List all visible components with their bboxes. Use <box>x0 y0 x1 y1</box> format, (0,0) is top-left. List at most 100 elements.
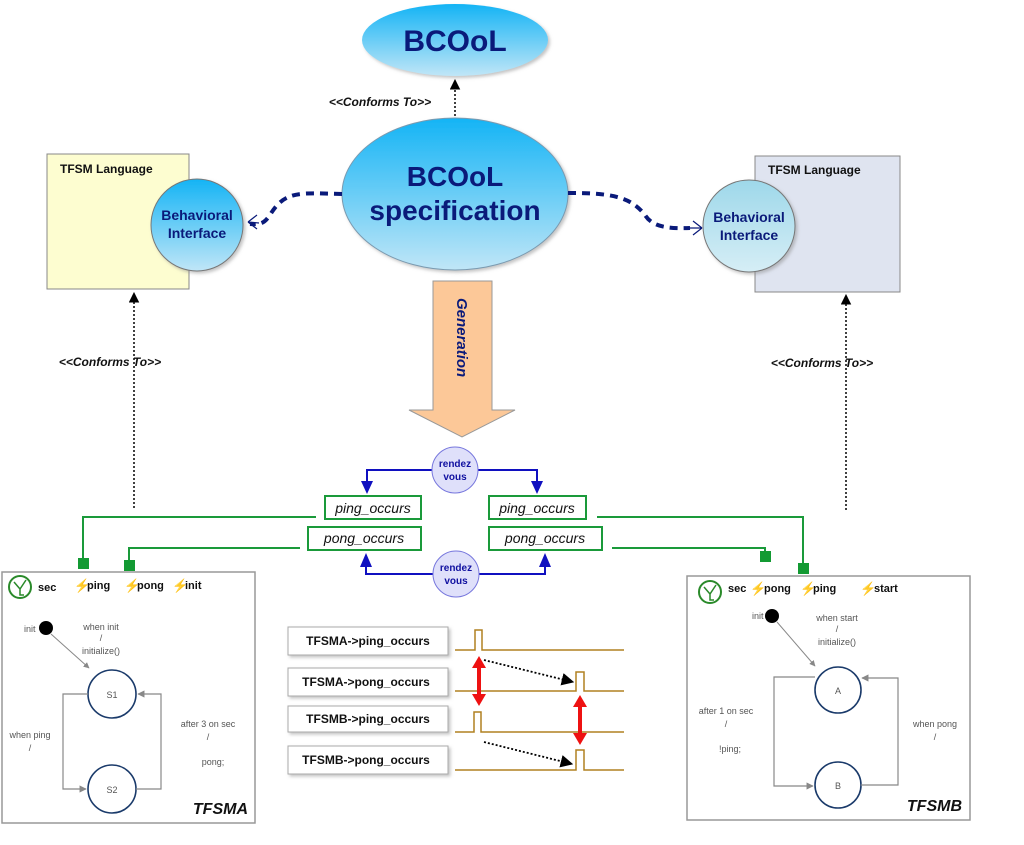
ping-connector-left <box>82 516 316 560</box>
left-tfsm-language[interactable]: TFSM Language Behavioral Interface <box>46 153 244 290</box>
tfsma-state-s1-label: S1 <box>106 690 117 700</box>
tfsma-init-trans-line3: initialize() <box>82 646 120 656</box>
tfsma-clock-label: sec <box>38 582 56 594</box>
right-pong-occurs-box[interactable]: pong_occurs <box>488 526 603 551</box>
ping-port-right <box>798 563 809 574</box>
clock-icon <box>698 580 722 604</box>
specification-ellipse <box>341 117 569 271</box>
tfsma-init-trans-line1: when init <box>82 622 119 632</box>
tfsma-right-trans-line1: after 3 on sec <box>181 719 236 729</box>
generation-label: Generation <box>453 298 470 377</box>
tfsma-name: TFSMA <box>193 801 248 818</box>
timeline-row-2-label: TFSMB->ping_occurs <box>306 712 430 726</box>
clock-icon <box>8 575 32 599</box>
right-ping-occurs-box[interactable]: ping_occurs <box>488 495 587 520</box>
timeline-row: TFSMB->pong_occurs <box>287 745 449 775</box>
ping-connector-right <box>597 516 804 565</box>
tfsmb-event-1: ping <box>813 583 836 595</box>
timeline: TFSMA->ping_occurs TFSMA->pong_occurs TF… <box>287 626 624 775</box>
generation-arrow: Generation <box>408 280 516 438</box>
tfsma-right-trans-line2: / <box>207 732 210 742</box>
timeline-row-3-label: TFSMB->pong_occurs <box>302 753 430 767</box>
left-interface-line2: Interface <box>168 225 227 241</box>
tfsma-init-transition <box>50 633 90 669</box>
tfsmb-a-to-b <box>773 676 815 790</box>
causality-arrow-ping-to-pong-b <box>483 741 574 768</box>
left-behavioral-interface-circle <box>150 178 244 272</box>
bcool-metamodel-node[interactable]: BCOoL <box>362 4 548 76</box>
rendezvous-bottom-line2: vous <box>444 576 468 587</box>
sync-arrow-pong <box>573 695 587 745</box>
right-interface-line2: Interface <box>720 227 779 243</box>
specification-line2: specification <box>369 195 540 226</box>
ping-port-left <box>78 558 89 569</box>
rendezvous-top: rendez vous <box>361 446 543 494</box>
sync-arrow-ping <box>472 656 486 706</box>
bcool-specification-node[interactable]: BCOoL specification <box>341 117 569 271</box>
tfsmb-init-trans-line3: initialize() <box>818 637 856 647</box>
tfsma-left-trans-line2: / <box>29 743 32 753</box>
lightning-icon: ⚡ <box>172 578 188 594</box>
right-link-arrowhead <box>690 220 703 236</box>
tfsmb-left-trans-line1: after 1 on sec <box>699 706 754 716</box>
timeline-row-0-label: TFSMA->ping_occurs <box>306 634 430 648</box>
causality-arrow-ping-to-pong-a <box>483 659 575 686</box>
tfsmb-panel[interactable]: sec ⚡ pong ⚡ ping ⚡ start init when star… <box>686 575 971 821</box>
right-language-title: TFSM Language <box>768 163 861 177</box>
tfsmb-state-a[interactable] <box>814 666 862 714</box>
tfsmb-initial-label: init <box>752 611 764 621</box>
right-interface-line1: Behavioral <box>713 209 785 225</box>
rendezvous-bottom-line1: rendez <box>440 563 472 574</box>
tfsma-left-trans-line1: when ping <box>8 730 50 740</box>
tfsma-event-2: init <box>185 580 202 592</box>
pong-port-left <box>124 560 135 571</box>
rendezvous-bottom: rendez vous <box>360 550 551 598</box>
lightning-icon: ⚡ <box>124 578 140 594</box>
tfsma-init-trans-line2: / <box>100 633 103 643</box>
pong-connector-left <box>128 547 300 562</box>
tfsmb-event-2: start <box>874 583 898 595</box>
conforms-label-top: <<Conforms To>> <box>329 95 431 109</box>
spec-to-right-interface-link <box>567 191 691 231</box>
tfsmb-b-to-a <box>861 674 899 786</box>
rendezvous-top-line1: rendez <box>439 459 471 470</box>
bcool-ellipse <box>362 4 548 76</box>
rendezvous-top-line2: vous <box>443 472 467 483</box>
tfsma-s1-to-s2 <box>62 693 88 793</box>
left-ping-occurs-box[interactable]: ping_occurs <box>324 495 422 520</box>
left-interface-line1: Behavioral <box>161 207 233 223</box>
tfsma-initial-label: init <box>24 624 36 634</box>
tfsmb-init-trans-line2: / <box>836 624 839 634</box>
pong-connector-right <box>612 547 766 555</box>
waveform-tfsmb-ping <box>455 711 624 733</box>
timeline-row: TFSMA->ping_occurs <box>287 626 449 656</box>
tfsma-s2-to-s1 <box>136 690 162 790</box>
tfsmb-left-trans-line3: !ping; <box>719 744 741 754</box>
left-ping-occurs-label: ping_occurs <box>334 500 411 516</box>
timeline-row-1-label: TFSMA->pong_occurs <box>302 675 430 689</box>
tfsmb-clock-label: sec <box>728 583 746 595</box>
tfsmb-init-trans-line1: when start <box>815 613 858 623</box>
tfsma-state-s2-label: S2 <box>106 785 117 795</box>
tfsmb-left-trans-line2: / <box>725 719 728 729</box>
tfsma-panel[interactable]: sec ⚡ ping ⚡ pong ⚡ init init when init … <box>1 571 256 824</box>
right-tfsm-language[interactable]: TFSM Language Behavioral Interface <box>702 155 901 293</box>
bcool-label: BCOoL <box>403 25 506 58</box>
right-ping-occurs-label: ping_occurs <box>498 500 575 516</box>
left-link-arrowhead <box>247 214 260 230</box>
tfsmb-name: TFSMB <box>907 798 962 815</box>
waveform-tfsma-ping <box>455 629 624 651</box>
tfsmb-right-trans-line1: when pong <box>912 719 957 729</box>
left-pong-occurs-label: pong_occurs <box>323 530 404 546</box>
pong-port-right <box>760 551 771 562</box>
tfsmb-state-b-label: B <box>835 781 841 791</box>
lightning-icon: ⚡ <box>74 578 90 594</box>
right-behavioral-interface-circle <box>702 179 796 273</box>
waveform-tfsmb-pong <box>455 749 624 771</box>
timeline-row: TFSMA->pong_occurs <box>287 667 449 697</box>
timeline-row: TFSMB->ping_occurs <box>287 705 449 733</box>
conforms-label-left: <<Conforms To>> <box>59 355 161 369</box>
left-pong-occurs-box[interactable]: pong_occurs <box>307 526 422 551</box>
right-pong-occurs-label: pong_occurs <box>504 530 585 546</box>
tfsma-initial-node <box>39 621 53 635</box>
